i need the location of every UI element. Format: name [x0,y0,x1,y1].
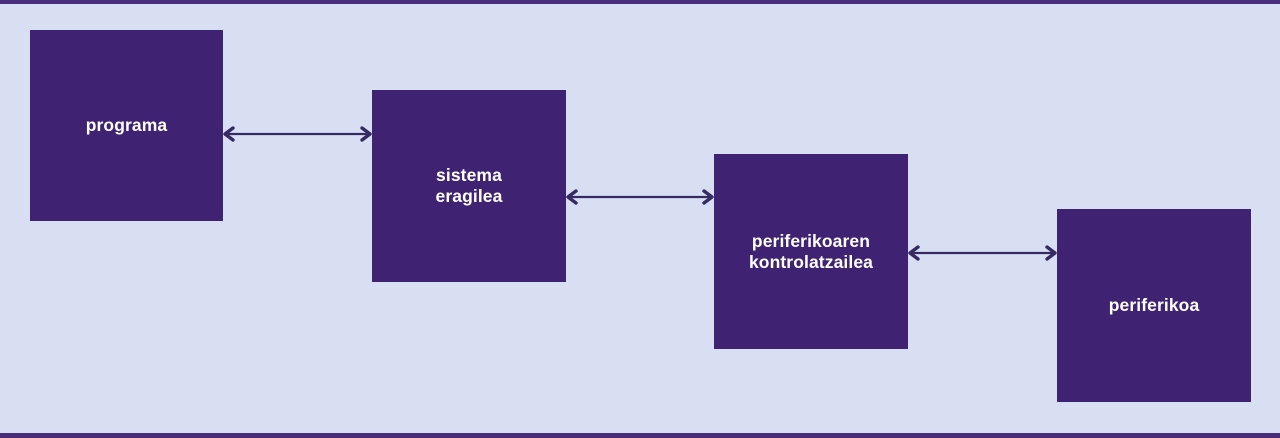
top-border-band [0,0,1280,4]
arrow-periferikoaren-kontrolatzailea-periferikoa [908,245,1057,261]
box-periferikoa: periferikoa [1057,209,1251,402]
box-programa-label: programa [85,115,168,135]
box-sistema-eragilea-label: sistema eragilea [435,165,503,206]
box-periferikoa-label: periferikoa [1108,295,1200,315]
box-periferikoaren-kontrolatzailea-label: periferikoaren kontrolatzailea [748,230,874,272]
arrow-programa-sistema-eragilea [223,126,372,142]
box-periferikoaren-kontrolatzailea: periferikoaren kontrolatzailea [714,154,908,349]
bottom-border-band [0,433,1280,438]
box-sistema-eragilea: sistema eragilea [372,90,566,282]
arrow-sistema-eragilea-periferikoaren-kontrolatzailea [566,189,714,205]
box-programa: programa [30,30,223,221]
